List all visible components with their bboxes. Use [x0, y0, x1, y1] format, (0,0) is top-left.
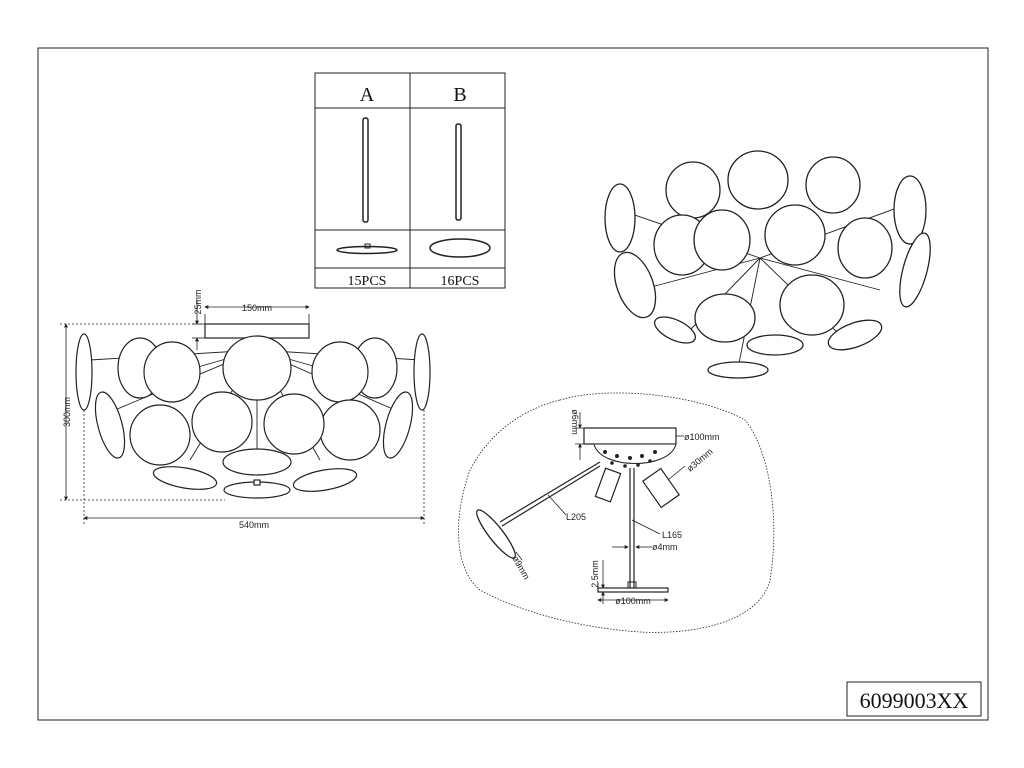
parts-col-b-label: B [453, 84, 466, 106]
front-view-dimensions [60, 300, 425, 524]
dim-long-arm: L205 [566, 512, 586, 522]
detail-dimensions [515, 412, 686, 604]
drawing-frame [37, 47, 989, 721]
dim-total-height: 300mm [62, 397, 72, 427]
dim-canopy-width: 150mm [242, 303, 272, 313]
dim-base-diameter: ø100mm [615, 596, 651, 606]
model-number-box [846, 681, 982, 717]
dim-short-arm: L165 [662, 530, 682, 540]
dim-canopy-height: 25mm [193, 289, 203, 314]
dim-total-width: 540mm [239, 520, 269, 530]
dim-canopy-diameter: ø100mm [684, 432, 720, 442]
parts-qty-b: 16PCS [441, 274, 480, 289]
parts-col-a-label: A [360, 84, 375, 106]
dim-disc-diameter: ø9mm [510, 554, 531, 581]
front-view [75, 323, 431, 499]
parts-table [314, 72, 506, 289]
detail-view [458, 392, 775, 633]
parts-qty-a: 15PCS [348, 274, 387, 289]
model-number: 6099003XX [860, 688, 969, 713]
dim-stem-diameter: ø4mm [652, 542, 678, 552]
dim-disc-thickness: 2.5mm [590, 560, 600, 588]
dim-rod-diameter: ø6mm [570, 409, 580, 435]
perspective-view [604, 150, 931, 379]
dim-socket-diameter: ø30mm [685, 446, 715, 473]
